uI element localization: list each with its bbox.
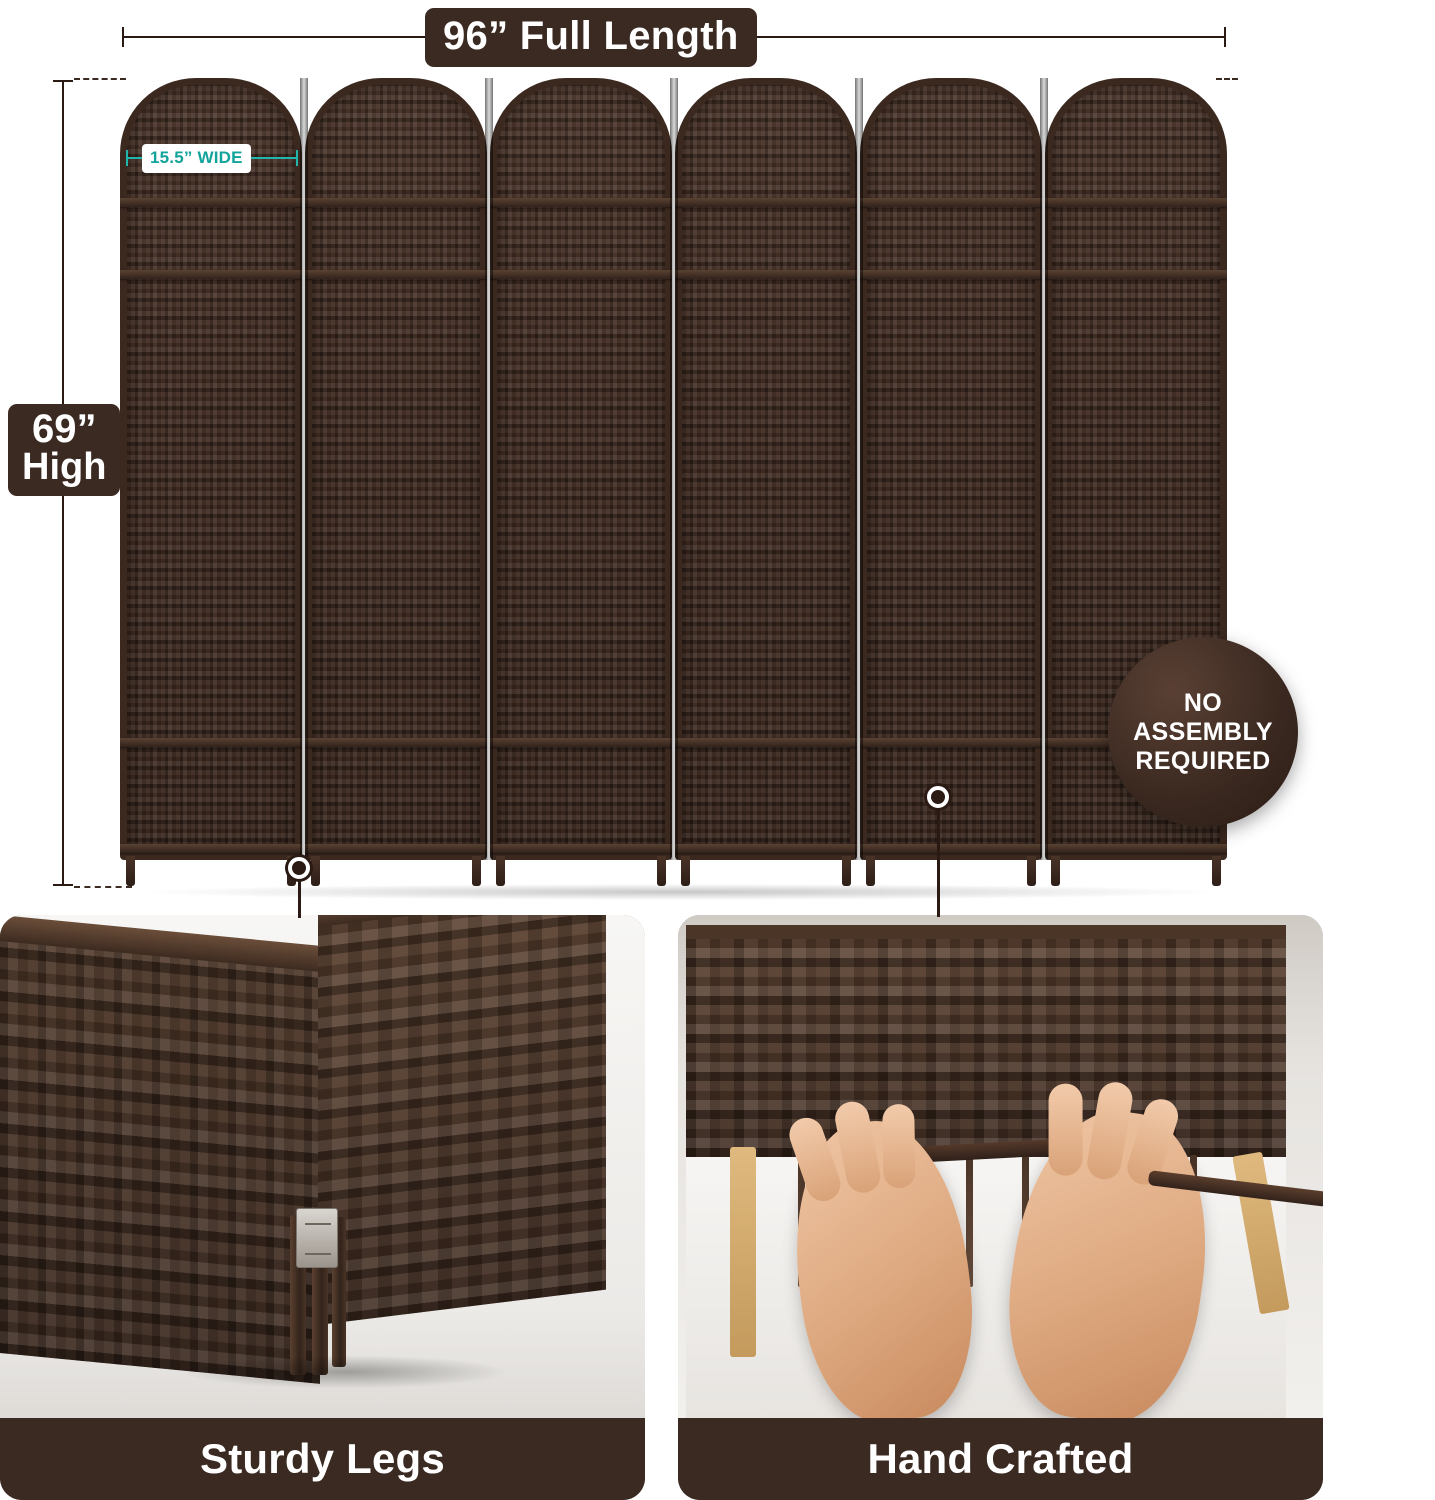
- height-label-unit: High: [22, 446, 107, 489]
- folding-screen: [120, 78, 1228, 888]
- top-right-guide-dash: [1216, 78, 1238, 80]
- hand-crafted-pointer-dot: [927, 786, 949, 808]
- vertical-strand: [966, 1155, 973, 1287]
- panel-rail: [490, 738, 672, 747]
- panel-weave: [120, 78, 302, 860]
- hand-crafted-caption: Hand Crafted: [678, 1418, 1323, 1500]
- badge-line-3: REQUIRED: [1135, 746, 1271, 775]
- wooden-frame-post: [730, 1147, 756, 1357]
- panel-width-callout: 15.5” WIDE: [126, 144, 298, 173]
- sturdy-legs-pointer-dot: [288, 857, 310, 879]
- full-length-label: 96” Full Length: [425, 8, 757, 67]
- panel-leg: [1051, 856, 1060, 886]
- top-left-guide-dash: [74, 78, 126, 80]
- divider-folded-panel: [318, 915, 606, 1325]
- panel-rail: [675, 198, 857, 207]
- panel-leg: [866, 856, 875, 886]
- sturdy-legs-card: Sturdy Legs: [0, 915, 645, 1500]
- panel-leg: [1027, 856, 1036, 886]
- panel-rail: [860, 844, 1042, 853]
- panel-leg: [126, 856, 135, 886]
- panel-rail: [675, 844, 857, 853]
- photo-floor-shadow: [180, 1355, 510, 1389]
- badge-line-2: ASSEMBLY: [1133, 717, 1273, 746]
- panel-leg: [472, 856, 481, 886]
- bottom-left-guide-dash: [74, 886, 132, 888]
- panel-rail: [490, 844, 672, 853]
- panel-weave: [675, 78, 857, 860]
- panel-rail: [120, 270, 302, 279]
- panel-rail: [305, 738, 487, 747]
- panel-weave: [490, 78, 672, 860]
- sturdy-legs-caption: Sturdy Legs: [0, 1418, 645, 1500]
- panel-rail: [120, 198, 302, 207]
- panel-rail: [305, 198, 487, 207]
- panel-leg: [496, 856, 505, 886]
- panel-hinge-seam: [670, 78, 678, 860]
- hand-crafted-card: Hand Crafted: [678, 915, 1323, 1500]
- sturdy-legs-pointer-line: [298, 878, 301, 918]
- panel-weave: [860, 78, 1042, 860]
- panel-hinge-seam: [1040, 78, 1048, 860]
- panel-leg: [842, 856, 851, 886]
- panel-1: [120, 78, 302, 886]
- panel-3: [490, 78, 672, 886]
- panel-rail: [860, 198, 1042, 207]
- panel-rail: [675, 270, 857, 279]
- badge-line-1: NO: [1183, 688, 1223, 717]
- height-label-value: 69”: [31, 407, 97, 451]
- finger: [882, 1103, 916, 1189]
- panel-leg: [681, 856, 690, 886]
- panel-hinge-seam: [485, 78, 493, 860]
- finger: [1048, 1083, 1083, 1176]
- metal-hinge-icon: [296, 1208, 338, 1268]
- panel-width-label: 15.5” WIDE: [142, 144, 251, 173]
- floor-shadow: [150, 884, 1210, 900]
- panel-rail: [120, 844, 302, 853]
- panel-hinge-seam: [300, 78, 308, 860]
- panel-rail: [1045, 844, 1227, 853]
- hand-crafted-pointer-line: [937, 807, 940, 917]
- height-label: 69” High: [8, 404, 121, 497]
- panel-rail: [305, 844, 487, 853]
- panel-rail: [1045, 198, 1227, 207]
- no-assembly-badge: NO ASSEMBLY REQUIRED: [1108, 637, 1298, 827]
- divider-front-panel: [0, 923, 320, 1384]
- panel-hinge-seam: [855, 78, 863, 860]
- panel-rail: [1045, 270, 1227, 279]
- panel-leg: [657, 856, 666, 886]
- panel-5: [860, 78, 1042, 886]
- panel-4: [675, 78, 857, 886]
- product-hero-image: 96” Full Length 69” High: [8, 8, 1298, 918]
- panel-leg: [311, 856, 320, 886]
- panel-rail: [860, 738, 1042, 747]
- panel-rail: [120, 738, 302, 747]
- panel-rail: [490, 198, 672, 207]
- panel-rail: [490, 270, 672, 279]
- panel-rail: [675, 738, 857, 747]
- woven-panel-section: [686, 925, 1286, 1157]
- sturdy-legs-photo: [0, 915, 645, 1420]
- hand-crafted-photo: [678, 915, 1323, 1420]
- panel-2: [305, 78, 487, 886]
- panel-rail: [305, 270, 487, 279]
- panel-rail: [860, 270, 1042, 279]
- panel-weave: [305, 78, 487, 860]
- panel-leg: [1212, 856, 1221, 886]
